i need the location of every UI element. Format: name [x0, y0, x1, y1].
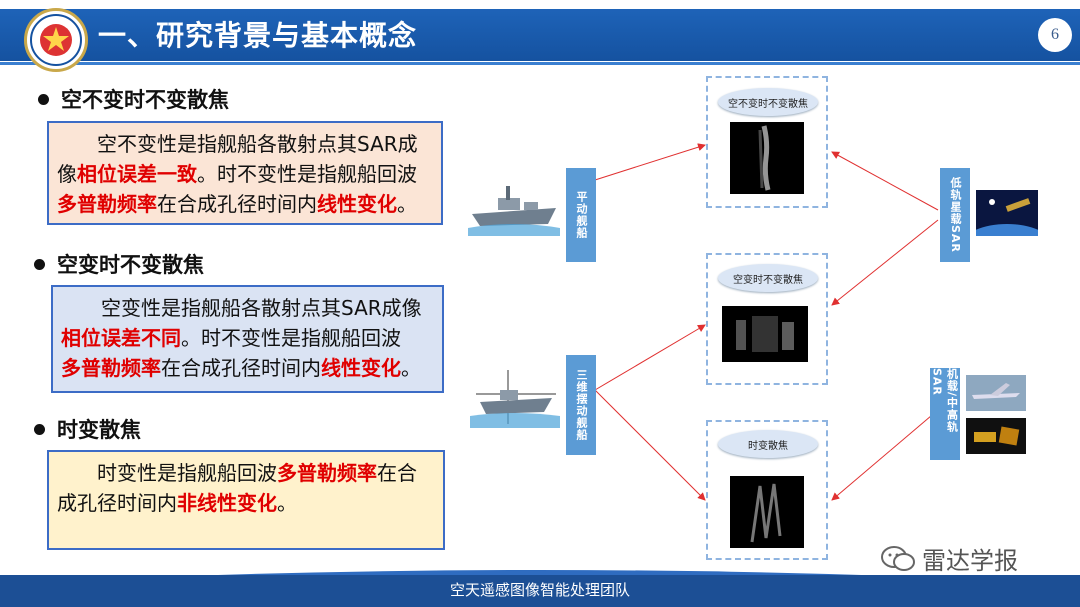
diagram-arrows	[594, 143, 939, 501]
watermark: 雷达学报	[880, 541, 1018, 576]
university-logo-icon	[24, 8, 88, 72]
panel-space-invariant	[706, 76, 828, 208]
emphasis-text: 线性变化	[321, 356, 401, 380]
arrow-leo-to-variant	[831, 219, 939, 306]
orbital-sar-image	[966, 418, 1026, 454]
sar-image-timevariant	[730, 476, 804, 548]
warship-image	[468, 186, 560, 236]
body-text: 。	[397, 192, 417, 216]
arrow-swing-to-variant	[594, 324, 706, 391]
emphasis-text: 相位误差一致	[77, 162, 197, 186]
satellite-image	[976, 190, 1038, 236]
definition-text-2: 空变性是指舰船各散射点其SAR成像相位误差不同。时不变性是指舰船回波多普勒频率在…	[61, 293, 434, 383]
page-title: 一、研究背景与基本概念	[98, 19, 418, 52]
section-heading-2: 空变时不变散焦	[34, 249, 204, 279]
body-text: 。时不变性是指舰船回波	[197, 162, 417, 186]
body-text: 。时不变性是指舰船回波	[181, 326, 401, 350]
definition-line: 多普勒频率在合成孔径时间内线性变化。	[57, 189, 433, 219]
body-text: 在合成孔径时间内	[161, 356, 321, 380]
definition-line: 空不变性是指舰船各散射点其SAR成	[57, 129, 433, 159]
body-text: 成孔径时间内	[57, 491, 177, 515]
body-text: 时变性是指舰船回波	[97, 461, 277, 485]
header-divider	[0, 62, 1080, 65]
label-translational-ship: 平动舰船	[566, 168, 596, 262]
emphasis-text: 非线性变化	[177, 491, 277, 515]
emphasis-text: 多普勒频率	[61, 356, 161, 380]
emphasis-text: 多普勒频率	[277, 461, 377, 485]
section-heading-3: 时变散焦	[34, 414, 141, 444]
aircraft-image	[966, 375, 1026, 411]
section-heading-text: 空不变时不变散焦	[61, 88, 229, 112]
label-3d-swinging-ship: 三维摆动舰船	[566, 355, 596, 455]
wechat-icon	[881, 545, 915, 571]
header-bar	[0, 9, 1080, 61]
arrow-swing-to-timevariant	[594, 389, 706, 501]
body-text: 空不变性是指舰船各散射点其SAR成	[97, 132, 418, 156]
oval-time-variant: 时变散焦	[718, 430, 818, 458]
section-heading-1: 空不变时不变散焦	[38, 84, 229, 114]
oval-space-variant: 空变时不变散焦	[718, 264, 818, 292]
arrow-leo-to-invariant	[831, 151, 939, 211]
swinging-ship-image	[470, 370, 560, 428]
definition-line: 时变性是指舰船回波多普勒频率在合	[57, 458, 435, 488]
label-airborne-sar: 机载/中高轨SAR	[930, 368, 960, 460]
section-heading-text: 时变散焦	[57, 418, 141, 442]
definition-text-3: 时变性是指舰船回波多普勒频率在合成孔径时间内非线性变化。	[57, 458, 435, 518]
body-text: 在合	[377, 461, 417, 485]
body-text: 在合成孔径时间内	[157, 192, 317, 216]
emphasis-text: 相位误差不同	[61, 326, 181, 350]
bullet-icon	[38, 93, 49, 105]
definition-line: 多普勒频率在合成孔径时间内线性变化。	[61, 353, 434, 383]
definition-text-1: 空不变性是指舰船各散射点其SAR成像相位误差一致。时不变性是指舰船回波多普勒频率…	[57, 129, 433, 219]
arrow-airborne-to-timevariant	[831, 409, 939, 501]
bullet-icon	[34, 258, 45, 270]
emphasis-text: 线性变化	[317, 192, 397, 216]
emphasis-text: 多普勒频率	[57, 192, 157, 216]
definition-line: 空变性是指舰船各散射点其SAR成像	[61, 293, 434, 323]
sar-image-variant	[722, 306, 808, 362]
footer-team: 空天遥感图像智能处理团队	[449, 581, 630, 599]
footer-bar	[0, 575, 1080, 607]
definition-line: 相位误差不同。时不变性是指舰船回波	[61, 323, 434, 353]
body-text: 。	[277, 491, 297, 515]
page-number-badge: 6	[1038, 18, 1072, 52]
body-text: 像	[57, 162, 77, 186]
label-leo-sar: 低轨星载SAR	[940, 168, 970, 262]
definition-box-3: 时变性是指舰船回波多普勒频率在合成孔径时间内非线性变化。	[47, 450, 445, 550]
definition-line: 像相位误差一致。时不变性是指舰船回波	[57, 159, 433, 189]
bullet-icon	[34, 423, 45, 435]
body-text: 。	[401, 356, 421, 380]
arrow-translation-to-invariant	[594, 143, 706, 181]
definition-box-2: 空变性是指舰船各散射点其SAR成像相位误差不同。时不变性是指舰船回波多普勒频率在…	[51, 285, 444, 393]
body-text: 空变性是指舰船各散射点其SAR成像	[101, 296, 422, 320]
panel-time-variant	[706, 420, 828, 560]
section-heading-text: 空变时不变散焦	[57, 253, 204, 277]
definition-box-1: 空不变性是指舰船各散射点其SAR成像相位误差一致。时不变性是指舰船回波多普勒频率…	[47, 121, 443, 225]
definition-line: 成孔径时间内非线性变化。	[57, 488, 435, 518]
sar-image-invariant	[730, 122, 804, 194]
watermark-text: 雷达学报	[922, 547, 1018, 575]
panel-space-variant	[706, 253, 828, 385]
oval-space-invariant: 空不变时不变散焦	[718, 88, 818, 116]
